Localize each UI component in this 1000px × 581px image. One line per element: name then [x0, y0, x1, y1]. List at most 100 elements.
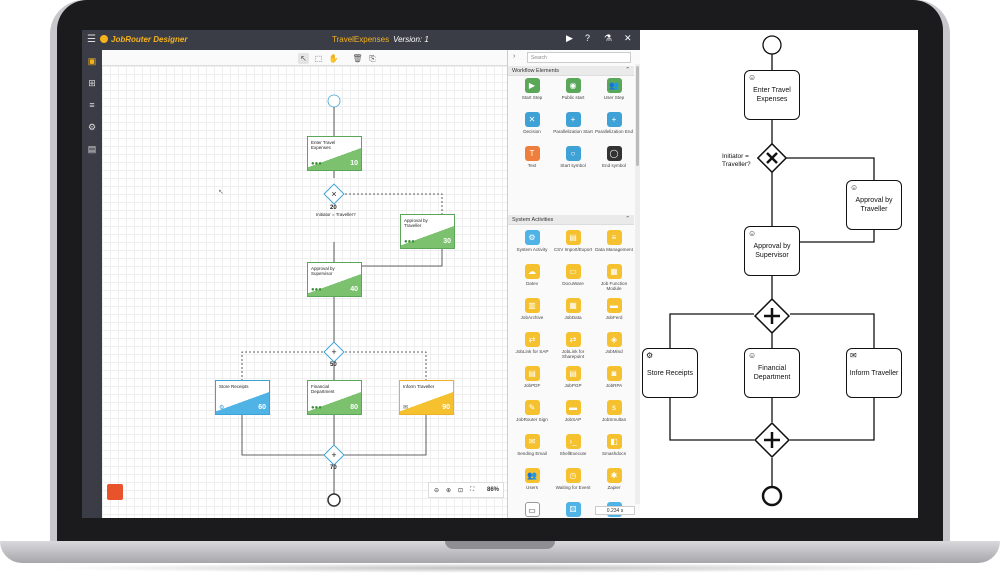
palette-item[interactable]: 👥User Step: [594, 78, 634, 110]
node-label: Approval by Traveller: [404, 218, 428, 228]
task-label: Inform Traveller: [849, 369, 899, 377]
document-icon[interactable]: ▤: [87, 144, 97, 154]
palette-item[interactable]: ▭Empty system: [512, 502, 552, 518]
node-inform-traveller[interactable]: Inform Traveller ✉ 90: [399, 380, 454, 415]
palette-item[interactable]: ▤JobPDF: [512, 366, 552, 398]
palette-item[interactable]: ✉Sending Email: [512, 434, 552, 466]
play-icon[interactable]: ▶: [566, 33, 573, 43]
palette-item[interactable]: ⇄ JobLink for SAP: [512, 332, 552, 364]
palette-item[interactable]: ◷Waiting for Event: [553, 468, 593, 500]
fullscreen-icon[interactable]: ⛶: [470, 487, 475, 493]
node-financial-department[interactable]: Financial Department ●●● 80: [307, 380, 362, 415]
node-enter-travel-expenses[interactable]: Enter Travel Expenses ●●● 10: [307, 136, 362, 171]
hand-tool-icon[interactable]: ✋: [328, 54, 339, 63]
palette-item[interactable]: ⇄JobLink for Sharepoint: [553, 332, 593, 364]
palette-item[interactable]: ◙JobRPA: [594, 366, 634, 398]
palette-item[interactable]: ▬JobSAP: [553, 400, 593, 432]
bpmn-task-approval-by-supervisor[interactable]: ☺Approval by Supervisor: [744, 226, 800, 276]
close-icon[interactable]: ✕: [624, 33, 632, 43]
task-label: Financial Department: [753, 365, 791, 381]
palette-item[interactable]: ▥JobArchive: [512, 298, 552, 330]
palette-item-label: JobData: [564, 315, 582, 320]
jobrouter-logo-icon: [107, 484, 123, 500]
section-system-activities[interactable]: System Activities⌃: [508, 215, 634, 225]
palette-item[interactable]: 👥Users: [512, 468, 552, 500]
select-tool-icon[interactable]: ⬚: [314, 54, 323, 63]
settings-icon[interactable]: ⚙: [87, 122, 97, 132]
palette-item[interactable]: ○Start symbol: [553, 146, 593, 178]
bpmn-task-enter-travel-expenses[interactable]: ☺Enter Travel Expenses: [744, 70, 800, 120]
node-approval-by-supervisor[interactable]: Approval by Supervisor ●●● 40: [307, 262, 362, 297]
palette-item[interactable]: ▤JobPGP: [553, 366, 593, 398]
diamond-icon: [349, 382, 359, 392]
bpmn-task-approval-by-traveller[interactable]: ☺Approval by Traveller: [846, 180, 902, 230]
palette-item[interactable]: ◈JobMind: [594, 332, 634, 364]
csv-icon: ▤: [565, 230, 581, 245]
scroll-thumb[interactable]: [636, 66, 639, 166]
palette-scrollbar[interactable]: [635, 64, 640, 504]
svg-text:↖: ↖: [218, 189, 224, 196]
palette-item[interactable]: +Parallelization End: [594, 112, 634, 144]
palette-item-label: Datev: [525, 281, 538, 286]
palette-item-label: JobLink for SAP: [515, 349, 549, 354]
palette-item[interactable]: ▦Job Function Module: [594, 264, 634, 296]
process-canvas[interactable]: × + + ↖ Enter Travel Expenses ●●● 10 20 …: [102, 66, 507, 518]
hierarchy-icon[interactable]: ⊞: [88, 78, 96, 88]
chevron-right-icon[interactable]: ›: [513, 53, 516, 60]
bpmn-task-store-receipts[interactable]: ⚙Store Receipts: [642, 348, 698, 398]
palette-item[interactable]: ≡Data Management: [594, 230, 634, 262]
palette-item[interactable]: ▭DocuWare: [553, 264, 593, 296]
palette-item[interactable]: ✎JobRouter Sign: [512, 400, 552, 432]
palette-item[interactable]: ▤CSV Import/Export: [553, 230, 593, 262]
chevron-up-icon: ⌃: [625, 216, 630, 222]
search-input[interactable]: Search: [527, 52, 631, 63]
sap-link-icon: ⇄: [524, 332, 540, 347]
fit-icon[interactable]: ⊡: [458, 488, 464, 494]
task-label: Approval by Traveller: [855, 197, 893, 213]
zoom-level: 86%: [487, 487, 500, 493]
palette-item[interactable]: ◉Public start: [553, 78, 593, 110]
flask-icon[interactable]: ⚗: [604, 33, 613, 43]
palette-item[interactable]: ⚙System Activity: [512, 230, 552, 262]
zoom-out-icon[interactable]: ⊖: [434, 488, 440, 494]
app-logo: JobRouter Designer: [100, 35, 187, 44]
bpmn-task-financial-department[interactable]: ☺Financial Department: [744, 348, 800, 398]
envelope-icon: ✉: [850, 351, 857, 360]
palette-item-label: JobSAP: [564, 417, 582, 422]
users-icon: ●●●: [404, 239, 415, 245]
section-workflow-elements[interactable]: Workflow Elements⌃: [508, 66, 634, 76]
pointer-tool-icon[interactable]: ↖: [298, 53, 309, 64]
export-icon[interactable]: ⎘: [369, 54, 376, 63]
palette-item[interactable]: +Parallelization Start: [553, 112, 593, 144]
palette-item-label: JobRPA: [605, 383, 623, 388]
palette-item[interactable]: ✕Decision: [512, 112, 552, 144]
canvas-toolbar: ↖ ⬚ ✋ 🗑 ⎘: [102, 50, 507, 66]
diamond-icon: [442, 216, 452, 226]
left-sidebar: ▣ ⊞ ≡ ⚙ ▤: [82, 50, 102, 518]
circle-icon: ○: [565, 146, 581, 161]
palette-item[interactable]: ◧Smashdocs: [594, 434, 634, 466]
palette-item[interactable]: ›_ShellExecute: [553, 434, 593, 466]
palette-item[interactable]: ✱Zapier: [594, 468, 634, 500]
database-icon[interactable]: ≡: [89, 100, 95, 110]
palette-item-label: JobSmultan: [601, 417, 627, 422]
zoom-in-icon[interactable]: ⊕: [446, 488, 452, 494]
palette-item[interactable]: ▬JobFerd: [594, 298, 634, 330]
process-icon[interactable]: ▣: [87, 56, 97, 66]
bpmn-task-inform-traveller[interactable]: ✉ Inform Traveller: [846, 348, 902, 398]
palette-item[interactable]: ☁Datev: [512, 264, 552, 296]
palette-item[interactable]: ◯End symbol: [594, 146, 634, 178]
palette-item[interactable]: ▶Start Step: [512, 78, 552, 110]
gears-icon: ⚙: [524, 230, 540, 245]
menu-icon[interactable]: ☰: [87, 34, 96, 45]
help-icon[interactable]: ?: [585, 33, 591, 43]
delete-icon[interactable]: 🗑: [352, 54, 363, 63]
node-store-receipts[interactable]: Store Receipts ⚙ 60: [215, 380, 270, 415]
mail-icon: ✉: [403, 405, 409, 411]
palette-item[interactable]: ▦JobData: [553, 298, 593, 330]
palette-item[interactable]: ⚄Random: [553, 502, 593, 518]
node-approval-by-traveller[interactable]: Approval by Traveller ●●● 30: [400, 214, 455, 249]
